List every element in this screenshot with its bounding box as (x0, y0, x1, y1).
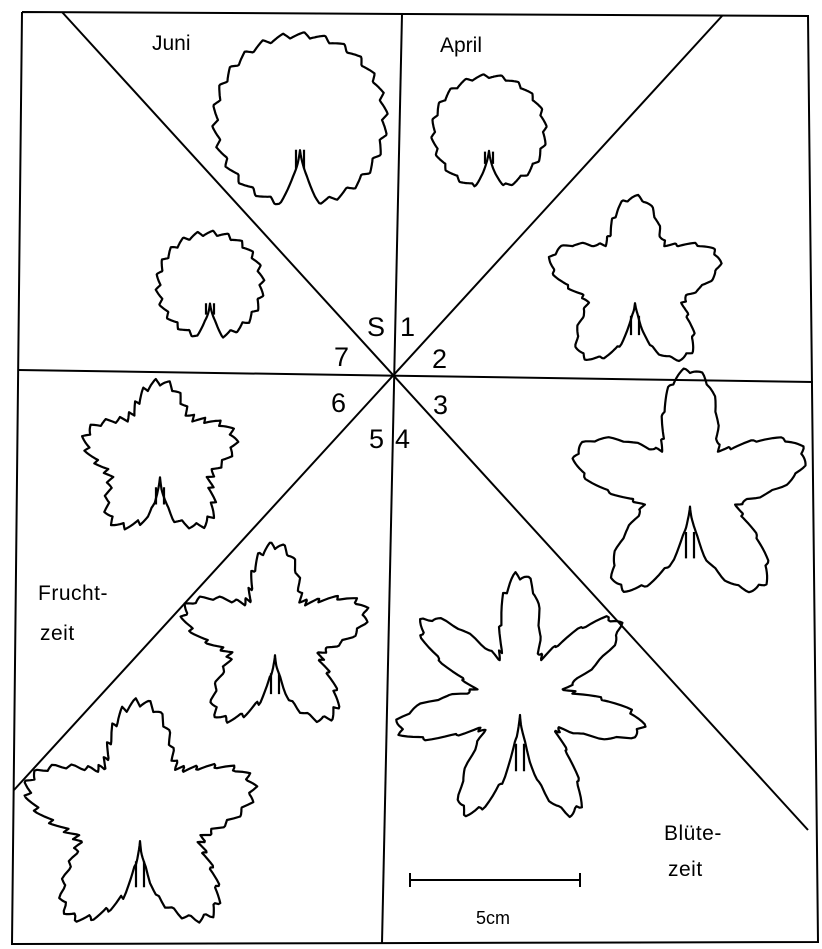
label-fruchtzeit-line1: Frucht- (38, 582, 108, 605)
label-april: April (440, 34, 482, 57)
diagram-frame (12, 12, 818, 944)
label-juni: Juni (152, 32, 191, 55)
sector-label-s: S (367, 312, 385, 342)
sector-label-6: 6 (331, 388, 346, 418)
leaf-outline-4 (396, 572, 645, 817)
leaf-outlines (25, 33, 806, 923)
sector-label-3: 3 (433, 390, 448, 420)
scale-bar-label: 5cm (476, 908, 510, 928)
outer-frame (12, 12, 818, 944)
leaf-petiole-8 (136, 861, 144, 887)
sector-label-5: 5 (369, 424, 384, 454)
leaf-outline-3 (573, 369, 806, 593)
sector-label-1: 1 (400, 312, 415, 342)
sector-label-4: 4 (395, 424, 410, 454)
leaf-outline-6 (82, 379, 238, 529)
sector-label-2: 2 (432, 344, 447, 374)
leaf-outline-1 (432, 75, 547, 187)
leaf-petiole-5 (271, 673, 279, 694)
label-bluetezeit-line1: Blüte- (664, 822, 722, 845)
label-bluetezeit-line2: zeit (668, 858, 703, 881)
leaf-petiole-3 (686, 532, 694, 558)
leaf-outline-7 (156, 231, 265, 338)
leaf-outline-2 (549, 195, 722, 361)
leaf-petiole-4 (516, 744, 524, 772)
diagonal-divider-ne-sw (14, 16, 722, 790)
leaf-outline-8 (25, 698, 258, 922)
scale-bar: 5cm (410, 873, 580, 928)
vertical-divider (382, 14, 402, 943)
diagonal-divider-nw-se (62, 12, 808, 830)
label-fruchtzeit-line2: zeit (40, 622, 75, 645)
leaf-outline-5 (181, 543, 369, 723)
sector-label-7: 7 (334, 342, 349, 372)
leaf-outline-S (212, 33, 387, 205)
